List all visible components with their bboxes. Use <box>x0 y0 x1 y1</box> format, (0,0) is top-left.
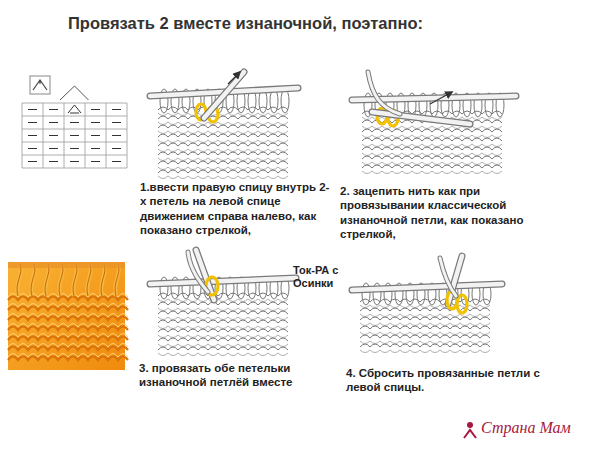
diagram-title: Провязать 2 вместе изнаночной, поэтапно: <box>68 14 423 33</box>
watermark-icon <box>464 422 476 438</box>
step-caption: 2. зацепить нить как при провязывании кл… <box>340 184 540 242</box>
step-illustration <box>352 256 502 356</box>
step-illustration <box>352 72 516 176</box>
step-caption: 4. Сбросить провязанные петли с левой сп… <box>346 366 546 395</box>
knitting-photo <box>8 262 128 370</box>
step-illustration <box>150 72 298 179</box>
step-illustration <box>150 250 296 356</box>
author-note: Ток-РА с Осинки <box>293 264 355 290</box>
watermark: Страна Мам <box>481 419 571 437</box>
step-caption: 1.ввести правую спицу внутрь 2-х петель … <box>140 180 335 238</box>
chart-symbol-grid <box>22 76 127 168</box>
step-caption: 3. провязать обе петельки изнаночной пет… <box>139 361 334 390</box>
